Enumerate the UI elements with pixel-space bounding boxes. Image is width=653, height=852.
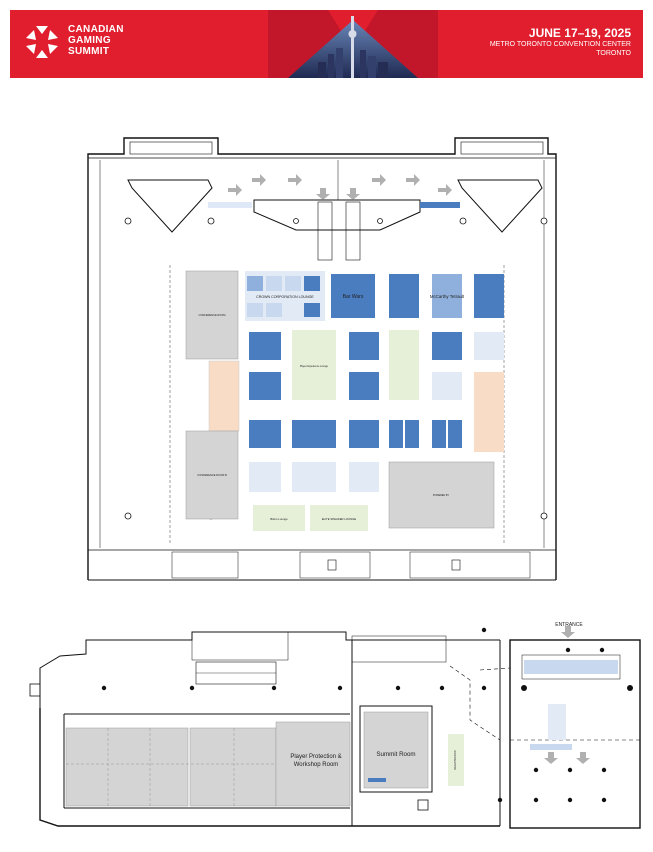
experience-lounge-label: Player Experience Lounge	[300, 365, 329, 368]
brand-line: SUMMIT	[68, 46, 110, 57]
lounge-right-label: ELITE SPEAKER LOUNGE	[322, 517, 356, 521]
conference-room-label: CONFERENCE ROOM	[199, 313, 226, 317]
event-city: TORONTO	[596, 50, 631, 57]
mccarthy-label: McCarthy Tetrault	[430, 294, 465, 299]
event-date: JUNE 17–19, 2025	[528, 26, 631, 40]
brand-name: CANADIAN GAMING SUMMIT	[68, 24, 124, 57]
event-venue: METRO TORONTO CONVENTION CENTER	[489, 41, 631, 48]
event-info: JUNE 17–19, 2025 METRO TORONTO CONVENTIO…	[490, 26, 631, 58]
bar-wars-label: Bar Wars	[343, 294, 364, 300]
powered-by-label: POWERED BY	[433, 494, 450, 497]
lounge-left-label: Bistro Lounge	[270, 517, 288, 521]
brand-line: GAMING	[68, 35, 111, 46]
header-banner: CANADIAN GAMING SUMMIT JUNE 17–19, 2025 …	[10, 10, 643, 78]
summit-room-label: Summit Room	[376, 751, 415, 758]
workshop-line1: Player Protection &	[290, 754, 341, 760]
canadian-gaming-summit-logo	[26, 26, 58, 58]
entrance-label: ENTRANCE	[555, 622, 583, 628]
conference-room-b-label: CONFERENCE ROOM B	[197, 473, 227, 477]
workshop-line2: Workshop Room	[294, 762, 339, 768]
registration-label: REGISTRATION	[453, 750, 457, 769]
toronto-skyline-art	[268, 10, 438, 78]
crown-lounge-label: CROWN CORPORATION LOUNGE	[256, 295, 314, 299]
brand-line: CANADIAN	[68, 24, 124, 35]
